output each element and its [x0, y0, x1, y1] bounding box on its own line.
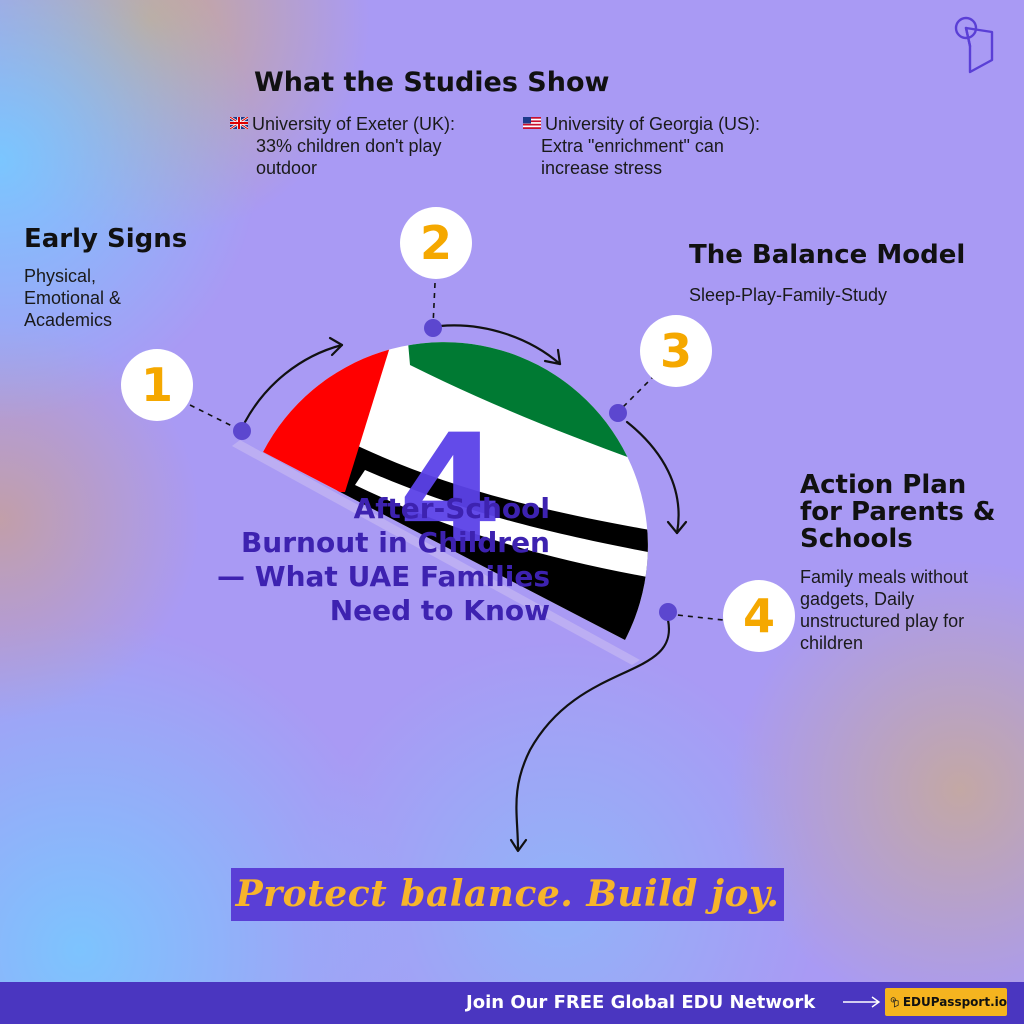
- action-plan-line: unstructured play for: [800, 611, 965, 631]
- dot-1: [233, 422, 251, 440]
- footer-text: Join Our FREE Global EDU Network: [466, 992, 816, 1013]
- edupassport-label: EDUPassport.io: [902, 995, 1007, 1009]
- brand-logo-icon: [954, 16, 994, 74]
- tagline: Protect balance. Build joy.: [235, 873, 780, 915]
- shadow-edge: [232, 440, 640, 665]
- step-circle-3: 3: [640, 315, 712, 387]
- early-signs-line: Emotional &: [24, 288, 122, 308]
- action-plan-line: gadgets, Daily: [800, 589, 915, 609]
- early-signs-line: Academics: [24, 310, 113, 330]
- footer-bar: [0, 982, 1024, 1024]
- study-us-line: increase stress: [541, 158, 663, 178]
- dot-2: [424, 319, 442, 337]
- step-circle-4: 4: [723, 580, 795, 652]
- study-uk-line: 33% children don't play: [256, 136, 442, 156]
- connector-line-3: [619, 374, 656, 411]
- action-plan-line: children: [800, 633, 864, 653]
- tagline-background: [231, 868, 784, 921]
- early-signs-heading: Early Signs: [24, 224, 188, 254]
- action-plan-heading-line: Schools: [800, 524, 913, 554]
- early-signs-line: Physical,: [24, 266, 97, 286]
- main-title-line: Need to Know: [329, 594, 550, 627]
- main-title: After-School Burnout in Children — What …: [60, 492, 550, 628]
- action-plan-heading-line: for Parents &: [800, 497, 996, 527]
- step-circle-2: 2: [400, 207, 472, 279]
- step-circle-1: 1: [121, 349, 193, 421]
- dot-4: [659, 603, 677, 621]
- arrowhead-3: [666, 520, 688, 535]
- main-title-line: Burnout in Children: [240, 526, 550, 559]
- early-signs-text: Physical, Emotional & Academics: [24, 265, 121, 331]
- main-title-line: After-School: [353, 492, 550, 525]
- balance-model-heading: The Balance Model: [689, 240, 966, 270]
- connector-line-2: [432, 282, 436, 327]
- study-uk-line: University of Exeter (UK):: [252, 114, 456, 134]
- action-plan-heading-line: Action Plan: [800, 470, 967, 500]
- study-us: University of Georgia (US): Extra "enric…: [523, 113, 760, 179]
- arrowhead-1: [328, 336, 344, 357]
- arrow-curve-3: [625, 420, 680, 535]
- big-number: 4: [398, 403, 503, 577]
- arrow-right-icon: [843, 996, 881, 1008]
- arrow-curve-4: [515, 618, 671, 852]
- edupassport-logo-icon: [890, 997, 899, 1008]
- action-plan-text: Family meals without gadgets, Daily unst…: [800, 566, 968, 654]
- us-flag-icon: [523, 117, 541, 129]
- arrow-curve-1: [243, 343, 344, 424]
- dot-3: [609, 404, 627, 422]
- arrow-curve-2: [438, 324, 562, 366]
- study-uk: University of Exeter (UK): 33% children …: [230, 113, 455, 179]
- uk-flag-icon: [230, 117, 248, 129]
- edupassport-link[interactable]: EDUPassport.io: [885, 988, 1007, 1016]
- flag-black-band: [300, 440, 648, 640]
- action-plan-line: Family meals without: [800, 567, 969, 587]
- action-plan-heading: Action Plan for Parents & Schools: [800, 472, 996, 553]
- studies-heading: What the Studies Show: [254, 67, 610, 98]
- study-uk-line: outdoor: [256, 158, 318, 178]
- study-us-line: Extra "enrichment" can: [541, 136, 724, 156]
- arrowhead-4: [509, 838, 528, 853]
- balance-model-text: Sleep-Play-Family-Study: [689, 285, 888, 305]
- main-title-line: — What UAE Families: [216, 560, 550, 593]
- arrowhead-2: [543, 348, 562, 366]
- study-us-line: University of Georgia (US):: [545, 114, 761, 134]
